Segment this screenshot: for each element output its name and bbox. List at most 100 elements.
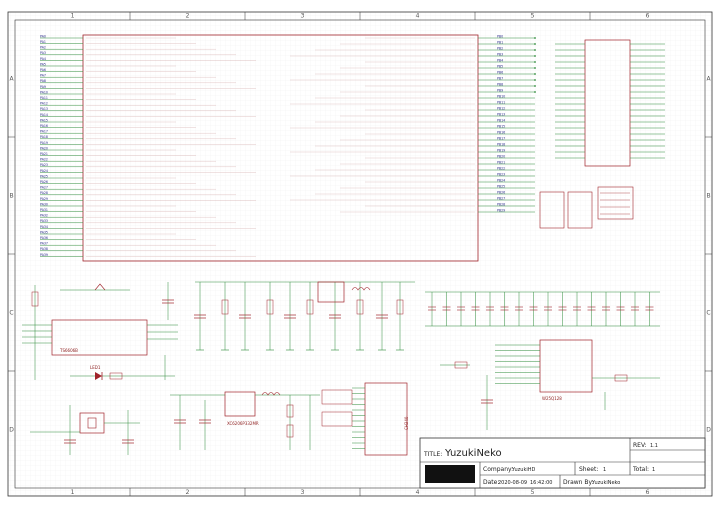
mcu-pin-left: PA26 bbox=[40, 180, 48, 184]
company-logo bbox=[425, 465, 475, 483]
grid-column-label: 3 bbox=[301, 13, 305, 20]
date-value: 2020-08-09 bbox=[498, 480, 527, 486]
mcu-pin-left: PA17 bbox=[40, 130, 48, 134]
mcu-pin-left: PA0 bbox=[40, 34, 46, 38]
crystal-section bbox=[30, 405, 140, 455]
mcu-pin-left: PA4 bbox=[40, 57, 46, 61]
header-right-symbol bbox=[555, 39, 665, 167]
mcu-pin-right: PB18 bbox=[497, 142, 505, 146]
mcu-pin-right: PB5 bbox=[497, 64, 503, 68]
grid-column-label: 6 bbox=[646, 13, 650, 20]
grid-column-label: 1 bbox=[71, 13, 75, 20]
mcu-pin-left: PA24 bbox=[40, 169, 48, 173]
mcu-pin-right: PB28 bbox=[497, 202, 505, 206]
mcu-pin-left: PA35 bbox=[40, 230, 48, 234]
mcu-pin-left: PA19 bbox=[40, 141, 48, 145]
mcu-pin-right: PB7 bbox=[497, 76, 503, 80]
company-label: Company: bbox=[483, 466, 513, 473]
mcu-pin-right: PB25 bbox=[497, 184, 505, 188]
led-label: LED1 bbox=[90, 365, 101, 370]
mcu-pin-left: PA34 bbox=[40, 225, 48, 229]
mcu-left-pins: PA0PA1PA2PA3PA4PA5PA6PA7PA8PA9PA10PA11PA… bbox=[40, 34, 256, 257]
grid-row-label: A bbox=[706, 76, 711, 83]
mcu-pin-left: PA11 bbox=[40, 96, 48, 100]
usb-ic-label: CH340 bbox=[404, 416, 409, 430]
mcu-pin-right: PB22 bbox=[497, 166, 505, 170]
mcu-pin-left: PA9 bbox=[40, 85, 46, 89]
mcu-pin-left: PA13 bbox=[40, 107, 48, 111]
mcu-pin-right: PB26 bbox=[497, 190, 505, 194]
mcu-pin-left: PA37 bbox=[40, 242, 48, 246]
mcu-pin-right: PB14 bbox=[497, 118, 505, 122]
flash-label: W25Q128 bbox=[542, 396, 562, 401]
mcu-pin-right: PB24 bbox=[497, 178, 505, 182]
power-section bbox=[194, 281, 415, 351]
mcu-pin-right: PB27 bbox=[497, 196, 505, 200]
grid-column-label: 5 bbox=[531, 489, 535, 496]
mcu-pin-right: PB6 bbox=[497, 70, 503, 74]
mcu-pin-left: PA27 bbox=[40, 186, 48, 190]
mcu-signal-lines bbox=[534, 37, 536, 93]
grid-row-label: D bbox=[706, 427, 711, 434]
mcu-pin-left: PA15 bbox=[40, 118, 48, 122]
mcu-pin-right: PB17 bbox=[497, 136, 505, 140]
usb-ic-section: CH340 bbox=[321, 382, 409, 456]
reset-section: TS6606B bbox=[22, 282, 178, 380]
rev-label: REV: bbox=[633, 442, 647, 449]
grid-column-label: 5 bbox=[531, 13, 535, 20]
mcu-pin-left: PA38 bbox=[40, 247, 48, 251]
regulator-section: XC6206P332MR bbox=[170, 391, 320, 450]
flash-section: W25Q128 bbox=[440, 339, 660, 430]
mcu-pin-left: PA36 bbox=[40, 236, 48, 240]
mcu-pin-left: PA22 bbox=[40, 158, 48, 162]
mcu-pin-left: PA5 bbox=[40, 62, 46, 66]
mcu-pin-left: PA29 bbox=[40, 197, 48, 201]
mcu-pin-left: PA31 bbox=[40, 208, 48, 212]
sheet-value: 1 bbox=[603, 467, 606, 473]
mcu-right-pins: PB0PB1PB2PB3PB4PB5PB6PB7PB8PB9PB10PB11PB… bbox=[290, 34, 535, 212]
grid-column-label: 4 bbox=[416, 489, 420, 496]
total-value: 1 bbox=[652, 467, 655, 473]
mcu-pin-right: PB11 bbox=[497, 100, 505, 104]
regulator-label: XC6206P332MR bbox=[227, 421, 259, 426]
mcu-pin-left: PA20 bbox=[40, 146, 48, 150]
mcu-pin-left: PA30 bbox=[40, 202, 48, 206]
grid-column-label: 2 bbox=[186, 13, 190, 20]
grid-column-label: 2 bbox=[186, 489, 190, 496]
connector-block bbox=[539, 186, 634, 229]
grid-row-label: B bbox=[9, 193, 13, 200]
mcu-pin-left: PA33 bbox=[40, 219, 48, 223]
decoupling-cap-bank bbox=[425, 291, 660, 327]
mcu-pin-right: PB12 bbox=[497, 106, 505, 110]
mcu-pin-right: PB1 bbox=[497, 40, 503, 44]
grid-row-label: C bbox=[9, 310, 13, 317]
mcu-pin-right: PB4 bbox=[497, 58, 503, 62]
mcu-pin-right: PB2 bbox=[497, 46, 503, 50]
mcu-pin-right: PB29 bbox=[497, 208, 505, 212]
total-label: Total: bbox=[632, 466, 649, 473]
mcu-pin-left: PA28 bbox=[40, 191, 48, 195]
mcu-pin-left: PA32 bbox=[40, 214, 48, 218]
mcu-pin-right: PB10 bbox=[497, 94, 505, 98]
grid-row-label: D bbox=[9, 427, 14, 434]
grid-column-label: 1 bbox=[71, 489, 75, 496]
mcu-pin-right: PB19 bbox=[497, 148, 505, 152]
led-indicator: LED1 bbox=[70, 355, 175, 380]
mcu-symbol: PA0PA1PA2PA3PA4PA5PA6PA7PA8PA9PA10PA11PA… bbox=[40, 34, 536, 262]
grid-row-label: C bbox=[706, 310, 710, 317]
mcu-pin-right: PB21 bbox=[497, 160, 505, 164]
rev-value: 1.1 bbox=[650, 443, 658, 449]
mcu-pin-right: PB8 bbox=[497, 82, 503, 86]
drawn-by-value: YuzukiNeko bbox=[591, 480, 620, 486]
mcu-pin-left: PA1 bbox=[40, 40, 46, 44]
mcu-pin-left: PA6 bbox=[40, 68, 46, 72]
time-value: 16:42:00 bbox=[530, 480, 552, 486]
mcu-pin-left: PA25 bbox=[40, 174, 48, 178]
mcu-pin-right: PB0 bbox=[497, 34, 503, 38]
grid-row-label: B bbox=[706, 193, 710, 200]
mcu-pin-left: PA8 bbox=[40, 79, 46, 83]
mcu-pin-left: PA7 bbox=[40, 74, 46, 78]
mcu-pin-left: PA23 bbox=[40, 163, 48, 167]
